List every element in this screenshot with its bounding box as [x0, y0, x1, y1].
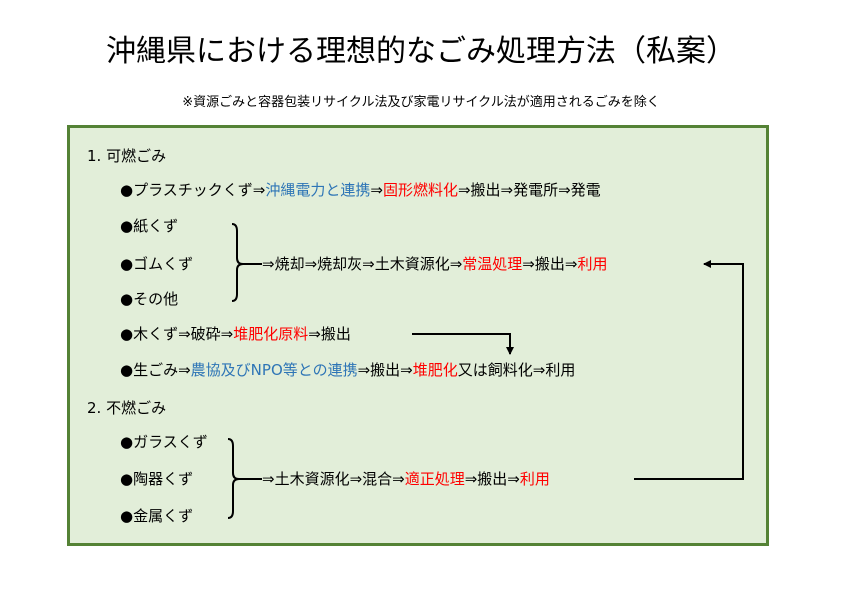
exclusion-note: ※資源ごみと容器包装リサイクル法及び家電リサイクル法が適用されるごみを除く — [182, 95, 660, 110]
group-item-ceramic: ●陶器くず — [120, 470, 194, 488]
plastic-step-solid-fuel: 固形燃料化 — [382, 181, 458, 199]
wood-step-compost-material: 堆肥化原料 — [233, 325, 309, 343]
plastic-rest: ⇒搬出⇒発電所⇒発電 — [457, 181, 601, 199]
nonburnable-step-proper-treatment: 適正処理 — [404, 470, 465, 488]
group-item-metal: ●金属くず — [120, 507, 194, 525]
flow-row-food: ●生ごみ⇒農協及びNPO等との連携⇒搬出⇒堆肥化又は飼料化⇒利用 — [120, 360, 575, 380]
section-heading-burnable: 1. 可燃ごみ — [87, 147, 167, 165]
plastic-step-okinawa-electric: 沖縄電力と連携 — [265, 181, 371, 199]
nonburnable-mid: ⇒搬出⇒ — [464, 470, 520, 488]
plastic-item: ●プラスチックくず⇒ — [120, 181, 266, 199]
flow-row-incineration: ⇒焼却⇒焼却灰⇒土木資源化⇒常温処理⇒搬出⇒利用 — [262, 254, 607, 274]
food-step-ja-npo: 農協及びNPO等との連携 — [190, 361, 358, 379]
food-item: ●生ごみ⇒ — [120, 361, 191, 379]
nonburnable-step-use: 利用 — [519, 470, 550, 488]
group-item-glass: ●ガラスくず — [120, 433, 208, 451]
food-rest: 又は飼料化⇒利用 — [457, 361, 576, 379]
flow-row-plastic: ●プラスチックくず⇒沖縄電力と連携⇒固形燃料化⇒搬出⇒発電所⇒発電 — [120, 180, 601, 200]
flow-row-landfill-resource: ⇒土木資源化⇒混合⇒適正処理⇒搬出⇒利用 — [262, 469, 550, 489]
food-step-compost: 堆肥化 — [412, 361, 458, 379]
incineration-flow: ⇒焼却⇒焼却灰⇒土木資源化⇒ — [262, 255, 463, 273]
nonburnable-flow: ⇒土木資源化⇒混合⇒ — [262, 470, 405, 488]
section-heading-nonburnable: 2. 不燃ごみ — [87, 399, 167, 417]
plastic-arrow: ⇒ — [370, 181, 383, 199]
incineration-step-use: 利用 — [577, 255, 608, 273]
wood-item: ●木くず⇒破砕⇒ — [120, 325, 234, 343]
group-item-rubber: ●ゴムくず — [120, 255, 194, 273]
flow-row-wood: ●木くず⇒破砕⇒堆肥化原料⇒搬出 — [120, 324, 351, 344]
group-item-paper: ●紙くず — [120, 217, 179, 235]
wood-rest: ⇒搬出 — [308, 325, 351, 343]
group-item-other: ●その他 — [120, 290, 179, 308]
page-title: 沖縄県における理想的なごみ処理方法（私案） — [106, 34, 736, 69]
incineration-step-room-temp: 常温処理 — [462, 255, 523, 273]
food-mid: ⇒搬出⇒ — [357, 361, 413, 379]
incineration-mid: ⇒搬出⇒ — [522, 255, 578, 273]
